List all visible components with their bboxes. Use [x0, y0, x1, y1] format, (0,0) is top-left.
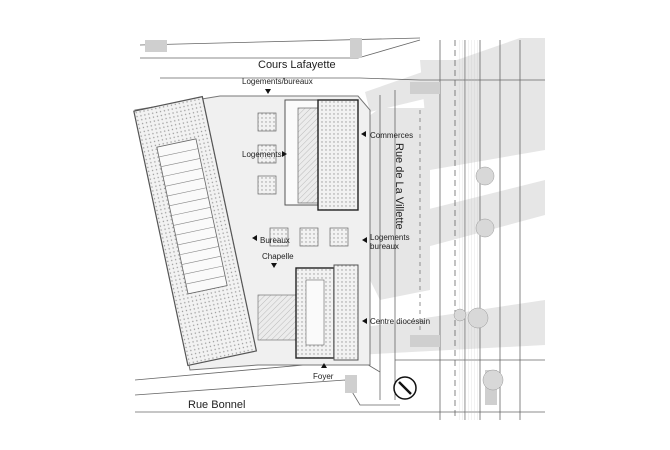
- label-foyer: Foyer: [313, 372, 334, 381]
- label-logements: Logements: [242, 150, 282, 159]
- label-logements-bureaux-2b: bureaux: [370, 242, 399, 251]
- entrance-arrow-commerces: [361, 131, 366, 137]
- label-chapelle: Chapelle: [262, 252, 294, 261]
- entrance-arrow-chapelle: [271, 263, 277, 268]
- south-building: [257, 264, 359, 361]
- street-label-rue-bonnel: Rue Bonnel: [188, 399, 246, 411]
- entrance-arrow-bureaux: [252, 235, 257, 241]
- entrance-arrow-logements-bureaux-2: [362, 237, 367, 243]
- entrance-arrow-centre: [362, 318, 367, 324]
- label-bureaux: Bureaux: [260, 236, 290, 245]
- label-commerces: Commerces: [370, 131, 413, 140]
- street-label-cours-lafayette: Cours Lafayette: [258, 59, 336, 71]
- tram-rails: [458, 40, 478, 420]
- label-logements-bureaux: Logements/bureaux: [242, 77, 313, 86]
- label-logements-bureaux-2a: Logements: [370, 233, 410, 242]
- sun-shadow-areas: [345, 38, 545, 355]
- street-label-rue-de-la-villette: Rue de La Villette: [393, 143, 405, 230]
- label-centre-diocesain: Centre diocésain: [370, 317, 430, 326]
- compass-needle-icon: [393, 376, 417, 400]
- courtyard-planters: [257, 112, 349, 247]
- entrance-arrow-foyer: [321, 363, 327, 368]
- entrance-arrow-logements: [282, 151, 287, 157]
- north-building: [284, 99, 359, 211]
- west-slab-building: [133, 95, 258, 367]
- street-trees: [453, 166, 504, 391]
- entrance-arrow-logements-bureaux: [265, 89, 271, 94]
- entrance-markers: [252, 89, 367, 368]
- pedestrian-crossings: [145, 38, 497, 405]
